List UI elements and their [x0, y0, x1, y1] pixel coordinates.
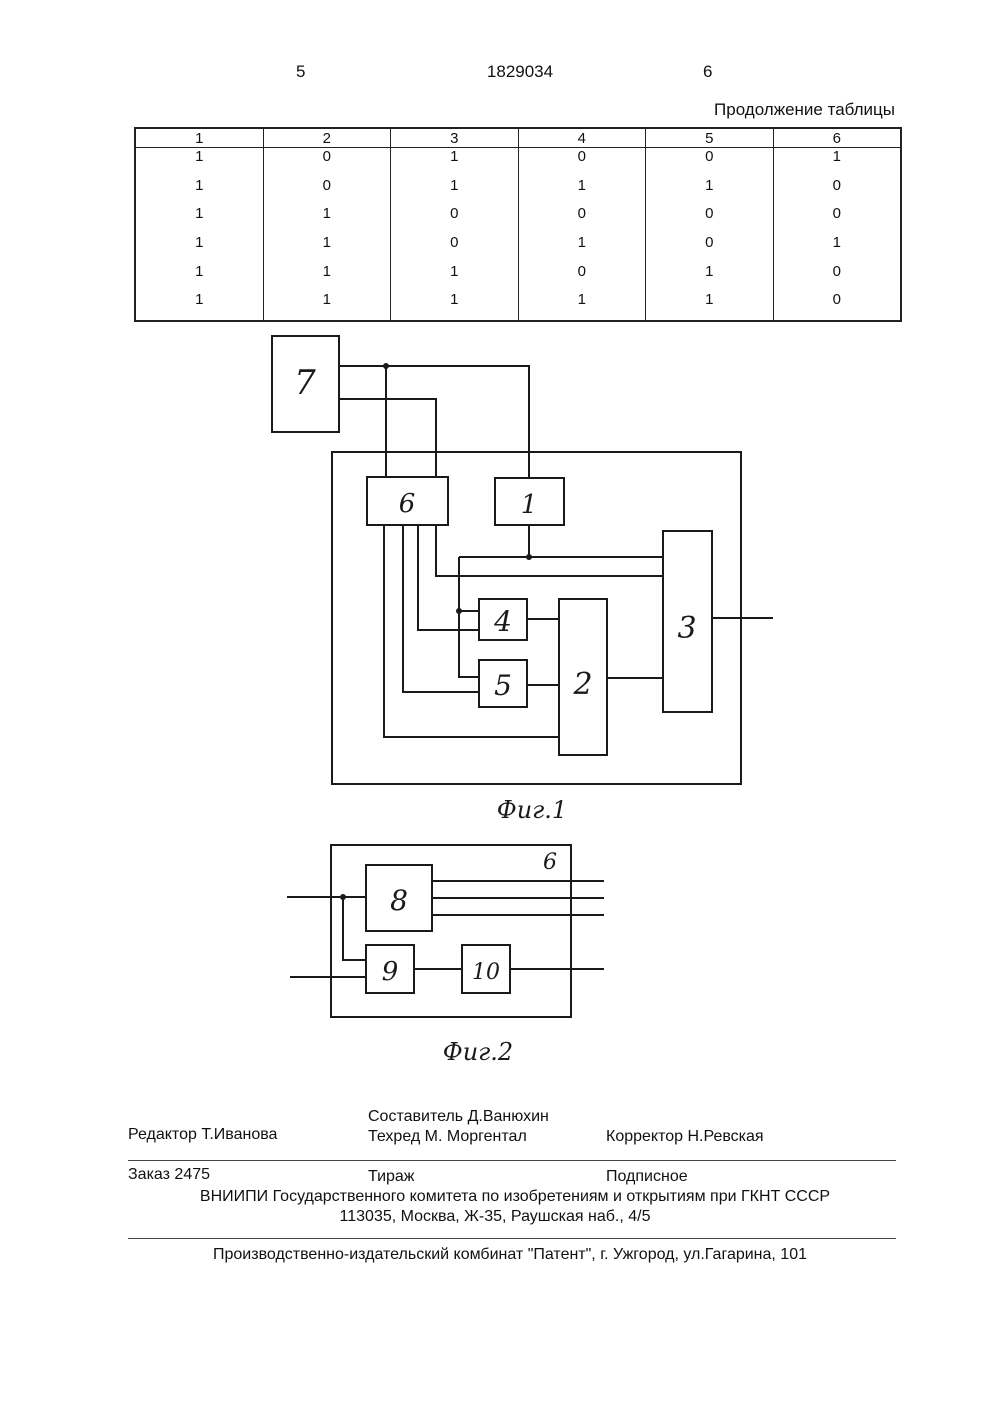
compiler: Составитель Д.Ванюхин — [368, 1108, 549, 1126]
organization-address: 113035, Москва, Ж-35, Раушская наб., 4/5 — [0, 1208, 990, 1226]
editor: Редактор Т.Иванова — [128, 1126, 277, 1144]
fig1-caption: Фиг.1 — [497, 796, 567, 824]
fig2-junction — [340, 894, 346, 900]
order-number: Заказ 2475 — [128, 1166, 210, 1184]
block-8-label: 8 — [390, 884, 408, 917]
block-9-label: 9 — [382, 957, 399, 987]
publisher: Производственно-издательский комбинат "П… — [0, 1246, 1000, 1264]
footer-divider-top — [128, 1160, 896, 1161]
block-6-label: 6 — [399, 489, 416, 519]
block-7-label: 7 — [294, 363, 316, 403]
fig2-frame-label: 6 — [543, 850, 557, 875]
block-1-label: 1 — [521, 490, 538, 520]
organization-name: ВНИИПИ Государственного комитета по изоб… — [0, 1188, 1000, 1206]
technical-editor: Техред М. Моргентал — [368, 1128, 527, 1146]
fig2-caption: Фиг.2 — [443, 1038, 513, 1066]
block-3-label: 3 — [677, 611, 696, 646]
fig1-diagram — [272, 336, 773, 784]
fig1-wires — [339, 366, 773, 737]
subscription: Подписное — [606, 1168, 688, 1186]
corrector: Корректор Н.Ревская — [606, 1128, 764, 1146]
block-2-label: 2 — [572, 667, 592, 702]
fig2-wires — [287, 881, 604, 977]
circulation: Тираж — [368, 1168, 415, 1186]
block-10-label: 10 — [472, 960, 500, 985]
block-4-label: 4 — [493, 605, 512, 638]
footer-divider-bottom — [128, 1238, 896, 1239]
block-5-label: 5 — [494, 669, 512, 702]
